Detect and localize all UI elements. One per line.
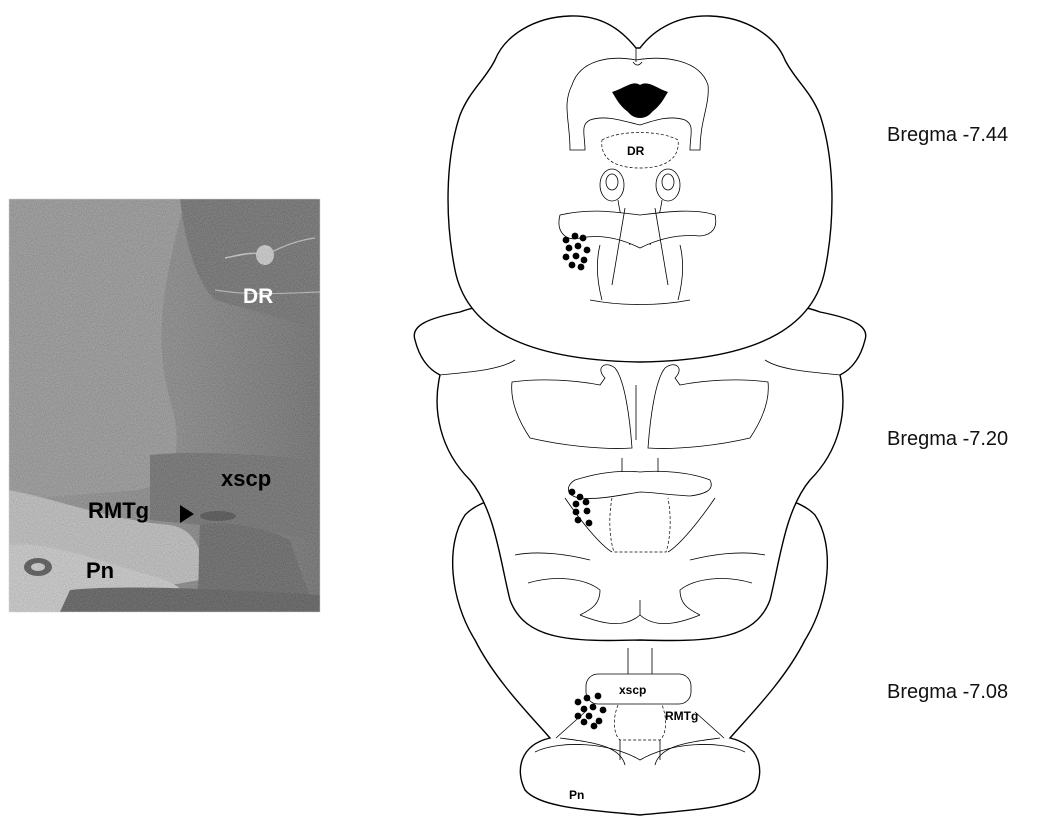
photo-label-rmtg: RMTg bbox=[88, 498, 149, 523]
atlas-section-1 bbox=[448, 16, 832, 362]
atlas-label-dr: DR bbox=[627, 144, 645, 158]
photo-label-dr: DR bbox=[243, 285, 273, 308]
atlas-label-rmtg: RMTg bbox=[665, 709, 698, 723]
photo-label-xscp: xscp bbox=[221, 466, 271, 491]
section-1-outline bbox=[448, 16, 832, 362]
atlas-label-pn: Pn bbox=[569, 788, 584, 802]
atlas-label-xscp: xscp bbox=[619, 683, 646, 697]
bregma-label-3: Bregma -7.08 bbox=[887, 681, 1008, 703]
bregma-label-2: Bregma -7.20 bbox=[887, 428, 1008, 450]
photo-label-pn: Pn bbox=[86, 558, 114, 583]
photomicrograph bbox=[9, 199, 320, 612]
bregma-label-1: Bregma -7.44 bbox=[887, 124, 1008, 146]
